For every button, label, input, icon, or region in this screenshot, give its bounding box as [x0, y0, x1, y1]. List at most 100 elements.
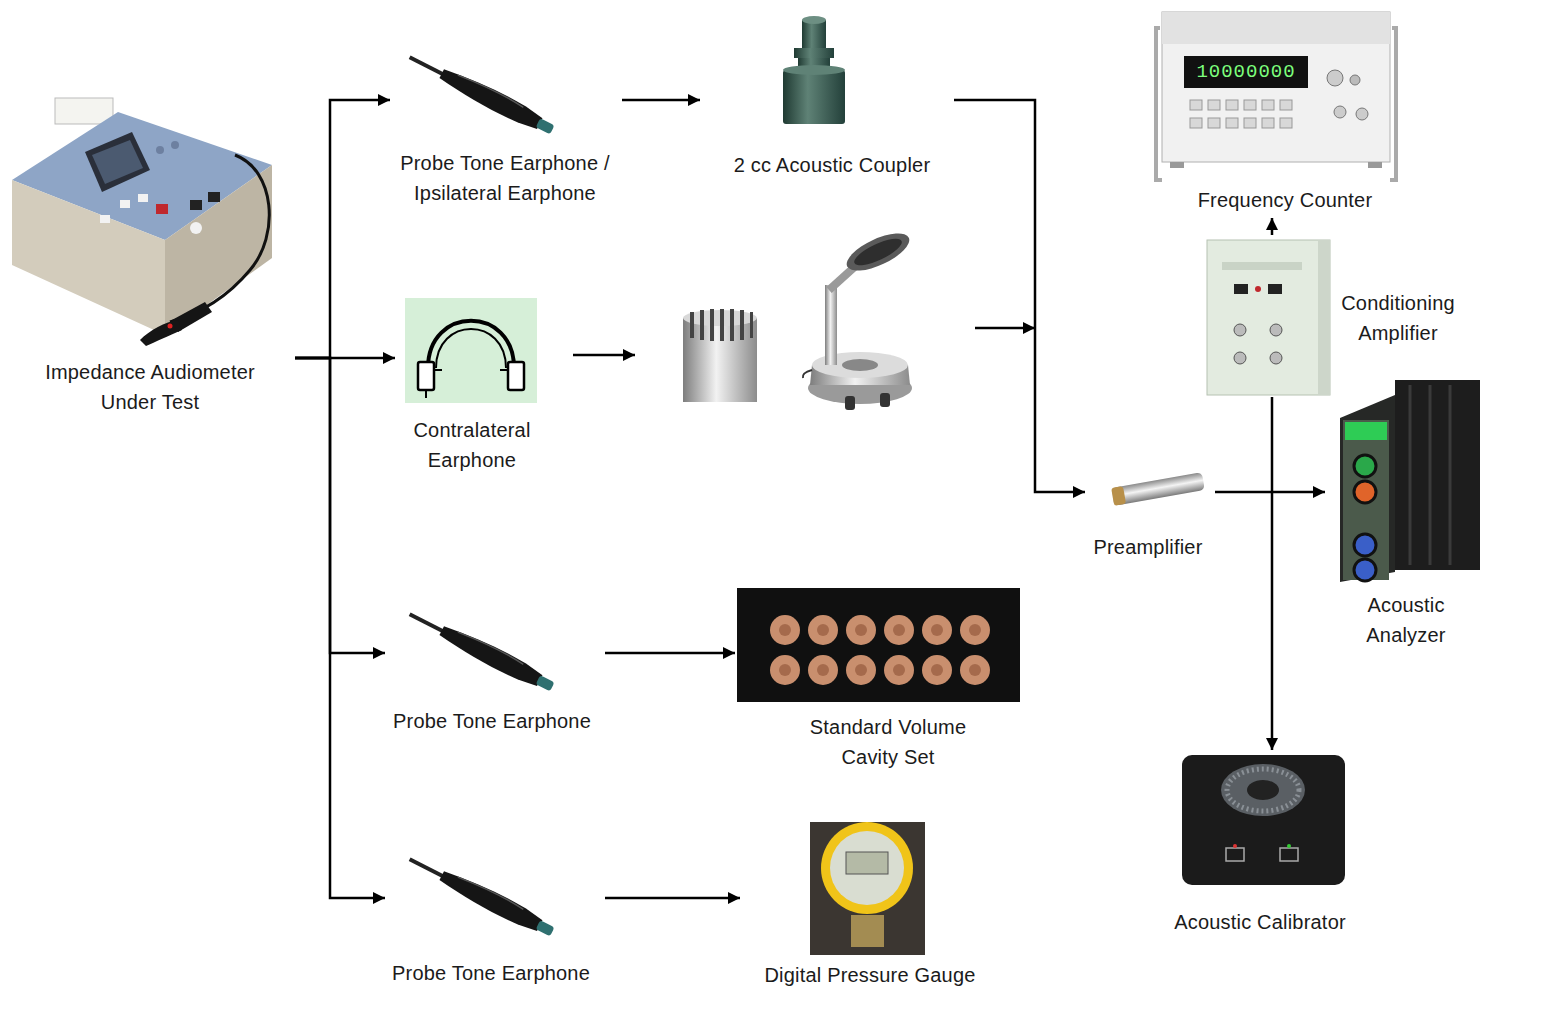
audiometer-illustration: [12, 180, 165, 335]
frequency-counter-illustration: [1356, 108, 1368, 120]
cavity-set-illustration: [931, 664, 943, 676]
analyzer-illustration: [1354, 534, 1376, 556]
audiometer-illustration: [156, 204, 168, 214]
device-caption: Contralateral Earphone: [397, 415, 547, 475]
frequency-counter-illustration: [1280, 100, 1292, 110]
device-caption: Digital Pressure Gauge: [745, 960, 995, 990]
coupler-illustration: [783, 16, 845, 124]
pressure-gauge-illustration: [810, 822, 925, 955]
device-node: Contralateral Earphone: [395, 295, 550, 485]
cavity-set-illustration: [846, 615, 876, 645]
device-node: Impedance Audiometer Under Test: [5, 88, 295, 420]
audiometer-illustration: [156, 146, 164, 154]
analyzer-illustration: [1354, 559, 1376, 581]
device-node: Acoustic Calibrator: [1160, 750, 1362, 945]
illustration: [405, 49, 556, 139]
frequency-counter-illustration: [1208, 118, 1220, 128]
cavity-set-illustration: [817, 664, 829, 676]
cavity-set-illustration: [893, 624, 905, 636]
cavity-set-illustration: [846, 655, 876, 685]
signal-arrow: [975, 327, 1035, 330]
frequency-counter-illustration: [1327, 70, 1343, 86]
audiometer-illustration: [100, 215, 110, 223]
cavity-set-illustration: [808, 615, 838, 645]
cavity-set-illustration: [893, 664, 905, 676]
frequency-counter-illustration: [1262, 100, 1274, 110]
device-caption: Preamplifier: [1083, 532, 1213, 562]
device-caption: Probe Tone Earphone: [381, 958, 601, 988]
cavity-set-illustration: [737, 588, 1020, 702]
device-node: Conditioning Amplifier: [1205, 235, 1465, 397]
headphone-icon: [434, 369, 442, 371]
cavity-set-illustration: [922, 615, 952, 645]
audiometer-illustration: [165, 165, 272, 335]
analyzer-illustration: [1449, 385, 1452, 565]
conditioning-amplifier-illustration: [1207, 240, 1330, 395]
audiometer-illustration: [171, 141, 179, 149]
calibrator-illustration: [1182, 755, 1345, 885]
device-caption: 2 cc Acoustic Coupler: [712, 150, 952, 180]
conditioning-amplifier-illustration: [1255, 286, 1261, 292]
coupler-illustration: [783, 65, 845, 75]
signal-connector: [1271, 397, 1274, 750]
frequency-counter-illustration: [1226, 100, 1238, 110]
frequency-counter-illustration: [1350, 75, 1360, 85]
device-node: 2 cc Acoustic Coupler: [700, 15, 954, 190]
artificial-ear-illustration: [825, 285, 837, 365]
microphone-illustration: [720, 309, 724, 341]
frequency-counter-illustration: [1162, 12, 1390, 162]
illustration: [405, 606, 556, 696]
analyzer-illustration: [1354, 455, 1376, 477]
conditioning-amplifier-illustration: [1318, 240, 1330, 395]
cavity-set-illustration: [960, 615, 990, 645]
signal-connector: [295, 100, 390, 358]
analyzer-illustration: [1354, 481, 1376, 503]
audiometer-illustration: [85, 132, 150, 192]
device-caption: Impedance Audiometer Under Test: [30, 357, 270, 417]
analyzer-illustration: [1340, 380, 1480, 582]
device-node: Probe Tone Earphone: [385, 600, 605, 745]
cavity-set-illustration: [770, 615, 800, 645]
microphone-illustration: [690, 312, 694, 338]
preamplifier-illustration: [1111, 472, 1205, 506]
device-node: Preamplifier: [1085, 455, 1215, 567]
calibrator-illustration: [1226, 848, 1244, 861]
frequency-counter-illustration: [1390, 28, 1396, 180]
cavity-set-illustration: [922, 655, 952, 685]
analyzer-illustration: [1345, 422, 1387, 440]
analyzer-illustration: [1340, 395, 1395, 582]
cavity-set-illustration: [960, 655, 990, 685]
artificial-ear-illustration: [803, 226, 914, 410]
frequency-counter-illustration: [1262, 118, 1274, 128]
device-node: Probe Tone Earphone / Ipsilateral Earpho…: [390, 50, 622, 215]
preamplifier-illustration: [1111, 486, 1126, 506]
conditioning-amplifier-illustration: [1234, 284, 1248, 294]
conditioning-amplifier-illustration: [1270, 324, 1282, 336]
preamplifier-illustration: [1111, 472, 1205, 506]
signal-connector: [1215, 491, 1325, 494]
pressure-gauge-illustration: [810, 822, 925, 955]
coupler-illustration: [802, 16, 826, 24]
audiometer-illustration: [138, 194, 148, 202]
cavity-set-illustration: [969, 624, 981, 636]
microphone-illustration: [730, 309, 734, 341]
device-caption: Standard Volume Cavity Set: [788, 712, 988, 772]
device-caption: Conditioning Amplifier: [1333, 288, 1463, 348]
signal-connector: [954, 100, 1085, 492]
cavity-set-illustration: [884, 655, 914, 685]
audiometer-illustration: [140, 320, 182, 346]
signal-connector: [605, 652, 735, 655]
cavity-set-illustration: [737, 588, 1020, 702]
artificial-ear-illustration: [842, 359, 878, 371]
coupler-illustration: [794, 48, 834, 58]
device-caption: Frequency Counter: [1160, 185, 1410, 215]
cavity-set-illustration: [779, 664, 791, 676]
calibrator-illustration: [1182, 755, 1345, 885]
audiometer-illustration: [170, 155, 269, 322]
display-readout: 10000000: [1186, 59, 1306, 85]
pressure-gauge-illustration: [851, 915, 884, 947]
artificial-ear-illustration: [842, 226, 915, 278]
device-caption: Acoustic Calibrator: [1160, 907, 1360, 937]
artificial-ear-illustration: [851, 234, 905, 270]
